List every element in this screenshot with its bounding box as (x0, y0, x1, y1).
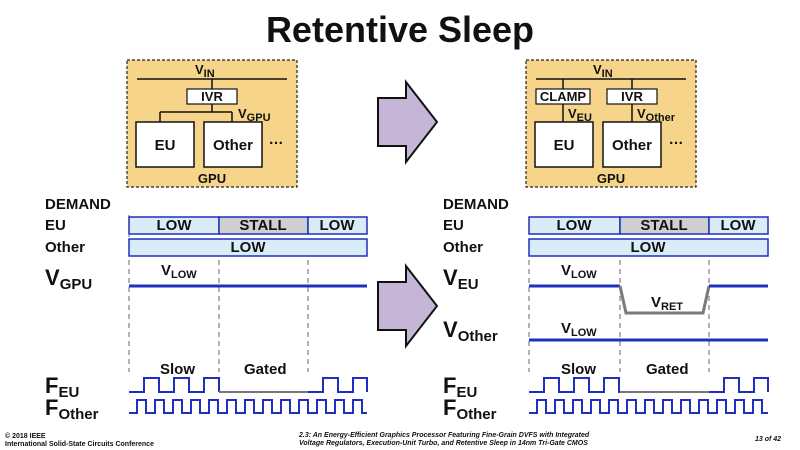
right-veu-row-label: VEU (443, 265, 479, 293)
right-vin-label: VIN (593, 62, 613, 80)
left-vgpu-label: VGPU (238, 106, 271, 124)
left-feu-row-label: FEU (45, 373, 79, 401)
right-clamp-label: CLAMP (540, 89, 587, 104)
right-gpu-label: GPU (597, 171, 625, 186)
left-other-bar-label: LOW (231, 239, 267, 256)
right-demand-heading: DEMAND (443, 196, 509, 213)
right-eu-seg2-label: STALL (640, 217, 687, 234)
footer-paper-line2: Voltage Regulators, Execution-Unit Turbo… (299, 440, 588, 447)
right-eu-seg3-label: LOW (721, 217, 757, 234)
left-slow-label: Slow (160, 361, 195, 378)
left-other-box (203, 121, 263, 168)
left-eu-low-bar-2 (307, 216, 368, 235)
right-gpu-block: VIN CLAMP IVR VEU VOther EU Other … GPU (525, 59, 697, 188)
right-timing-diagram: DEMAND EU Other LOW STALL LOW LOW VEU VL… (443, 196, 769, 423)
right-ivr-label: IVR (621, 89, 643, 104)
right-vlow2-label: VLOW (561, 320, 597, 339)
right-veu-retention-dip (618, 285, 711, 315)
left-fother-row-label: FOther (45, 395, 99, 423)
right-fother-clock (529, 399, 768, 414)
right-eu-box-label: EU (554, 137, 575, 154)
right-vother-row-label: VOther (443, 317, 498, 345)
left-feu-clock-1 (129, 377, 220, 393)
footer-paper-line1: 2.3: An Energy-Efficient Graphics Proces… (298, 432, 590, 439)
left-eu-seg3-label: LOW (320, 217, 356, 234)
right-vother-label: VOther (637, 106, 676, 124)
footer: © 2018 IEEE International Solid-State Ci… (5, 432, 781, 448)
left-gated-label: Gated (244, 361, 287, 378)
right-feu-clock-2 (709, 377, 769, 393)
right-fother-row-label: FOther (443, 395, 497, 423)
right-veu-label: VEU (568, 106, 592, 124)
left-eu-row-label: EU (45, 217, 66, 234)
left-feu-clock-2 (308, 377, 368, 393)
left-ellipsis: … (269, 131, 284, 148)
left-ivr-label: IVR (201, 89, 223, 104)
left-gpu-label: GPU (198, 171, 226, 186)
right-vlow1-label: VLOW (561, 262, 597, 281)
left-eu-seg2-label: STALL (239, 217, 286, 234)
left-other-box-label: Other (213, 137, 253, 154)
slide-title: Retentive Sleep (266, 9, 534, 50)
right-eu-row-label: EU (443, 217, 464, 234)
left-demand-heading: DEMAND (45, 196, 111, 213)
left-vgpu-row-label: VGPU (45, 265, 92, 293)
right-eu-box (534, 121, 594, 168)
right-other-low-bar (528, 238, 769, 257)
right-other-box (602, 121, 662, 168)
left-eu-seg1-label: LOW (157, 217, 193, 234)
left-gpu-block: VIN IVR VGPU EU Other … GPU (126, 59, 298, 188)
footer-copyright: © 2018 IEEE (5, 432, 46, 440)
transition-arrow-top (377, 79, 439, 165)
right-other-row-label: Other (443, 239, 483, 256)
right-vret-label: VRET (651, 294, 683, 313)
right-other-bar-label: LOW (631, 239, 667, 256)
footer-page-number: 13 of 42 (755, 436, 781, 443)
left-vlow-label: VLOW (161, 262, 197, 281)
left-other-row-label: Other (45, 239, 85, 256)
left-timing-diagram: DEMAND EU Other LOW STALL LOW LOW VGPU V… (45, 196, 368, 423)
right-slow-label: Slow (561, 361, 596, 378)
left-vin-label: VIN (195, 62, 215, 80)
transition-arrow-bottom (377, 263, 439, 349)
right-ellipsis: … (669, 131, 684, 148)
right-feu-row-label: FEU (443, 373, 477, 401)
footer-conference: International Solid-State Circuits Confe… (5, 441, 154, 448)
left-eu-box-label: EU (155, 137, 176, 154)
left-other-low-bar (128, 238, 368, 257)
right-other-box-label: Other (612, 137, 652, 154)
right-gated-label: Gated (646, 361, 689, 378)
right-eu-seg1-label: LOW (557, 217, 593, 234)
right-eu-low-bar-2 (708, 216, 769, 235)
left-eu-box (135, 121, 195, 168)
left-fother-clock (129, 399, 367, 414)
right-feu-clock-1 (529, 377, 620, 393)
